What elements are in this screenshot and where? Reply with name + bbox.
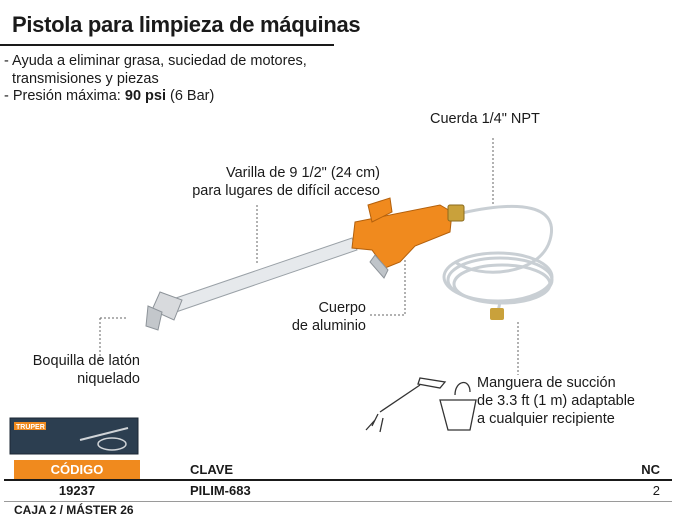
table-row: 19237 PILIM-683 2 <box>4 481 672 502</box>
feature-line-3: - Presión máxima: 90 psi (6 Bar) <box>4 88 215 104</box>
spec-table: CÓDIGO CLAVE NC 19237 PILIM-683 2 <box>4 460 672 502</box>
hose-brass-end <box>490 308 504 320</box>
callout-hose-line-1: Manguera de succión <box>477 375 616 391</box>
callout-body-line-1: Cuerpo <box>318 300 366 316</box>
max-pressure-value: 90 psi <box>124 88 166 104</box>
title-underline <box>0 44 334 46</box>
cell-clave: PILIM-683 <box>190 483 251 498</box>
callout-nozzle-line-1: Boquilla de latón <box>32 353 140 369</box>
product-title: Pistola para limpieza de máquinas <box>12 12 361 37</box>
aluminum-body <box>351 197 465 279</box>
callout-body-line-2: de aluminio <box>291 318 366 334</box>
callout-hose: Manguera de succión de 3.3 ft (1 m) adap… <box>477 374 667 428</box>
header-nc: NC <box>641 462 660 477</box>
feature-list: - Ayuda a eliminar grasa, suciedad de mo… <box>4 53 307 106</box>
leader-cuerpo <box>370 258 406 316</box>
callout-body: Cuerpo de aluminio <box>260 299 366 335</box>
cell-nc: 2 <box>652 483 660 498</box>
header-codigo: CÓDIGO <box>14 460 140 479</box>
callout-rod-line-2: para lugares de difícil acceso <box>192 183 380 199</box>
callout-thread-text: Cuerda 1/4" NPT <box>430 111 540 127</box>
callout-rod-line-1: Varilla de 9 1/2" (24 cm) <box>226 165 380 181</box>
packaging-info: CAJA 2 / MÁSTER 26 <box>14 503 134 517</box>
callout-nozzle-line-2: niquelado <box>77 371 140 387</box>
feature-line-2: transmisiones y piezas <box>4 70 159 87</box>
brass-nozzle <box>145 291 183 331</box>
feature-line-1: - Ayuda a eliminar grasa, suciedad de mo… <box>4 53 307 69</box>
callout-nozzle: Boquilla de latón niquelado <box>20 352 140 388</box>
svg-text:TRUPER: TRUPER <box>16 424 45 431</box>
callout-hose-line-2: de 3.3 ft (1 m) adaptable <box>477 393 635 409</box>
cell-codigo: 19237 <box>58 483 96 498</box>
callout-rod: Varilla de 9 1/2" (24 cm) para lugares d… <box>150 164 380 200</box>
usage-sketch <box>365 377 477 433</box>
suction-hose <box>442 204 554 313</box>
callout-hose-line-3: a cualquier recipiente <box>477 411 615 427</box>
header-clave: CLAVE <box>190 462 234 477</box>
callout-thread: Cuerda 1/4" NPT <box>430 110 560 128</box>
product-box-image: TRUPER <box>9 417 139 455</box>
spec-table-header: CÓDIGO CLAVE NC <box>4 460 672 481</box>
